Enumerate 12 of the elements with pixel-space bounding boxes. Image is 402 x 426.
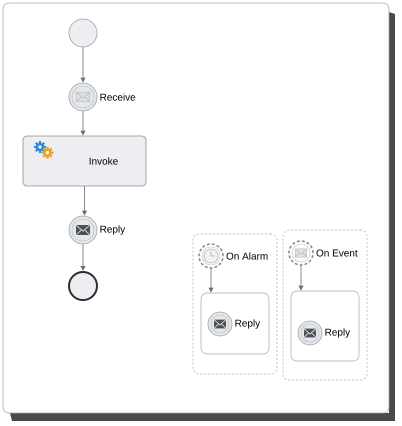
task-box: Invoke	[22, 136, 146, 186]
dashed-group-box	[192, 234, 278, 374]
event-label: Reply	[100, 225, 126, 235]
dashed-group-box	[282, 230, 368, 380]
event-label: On Alarm	[226, 252, 268, 260]
event-label: Reply	[325, 328, 350, 338]
event-label: Receive	[100, 93, 136, 101]
rounded-box	[290, 290, 360, 362]
end-circle	[68, 271, 98, 301]
event-label: On Event	[316, 249, 358, 257]
event-label: Reply	[235, 319, 260, 329]
start-circle	[68, 18, 98, 48]
